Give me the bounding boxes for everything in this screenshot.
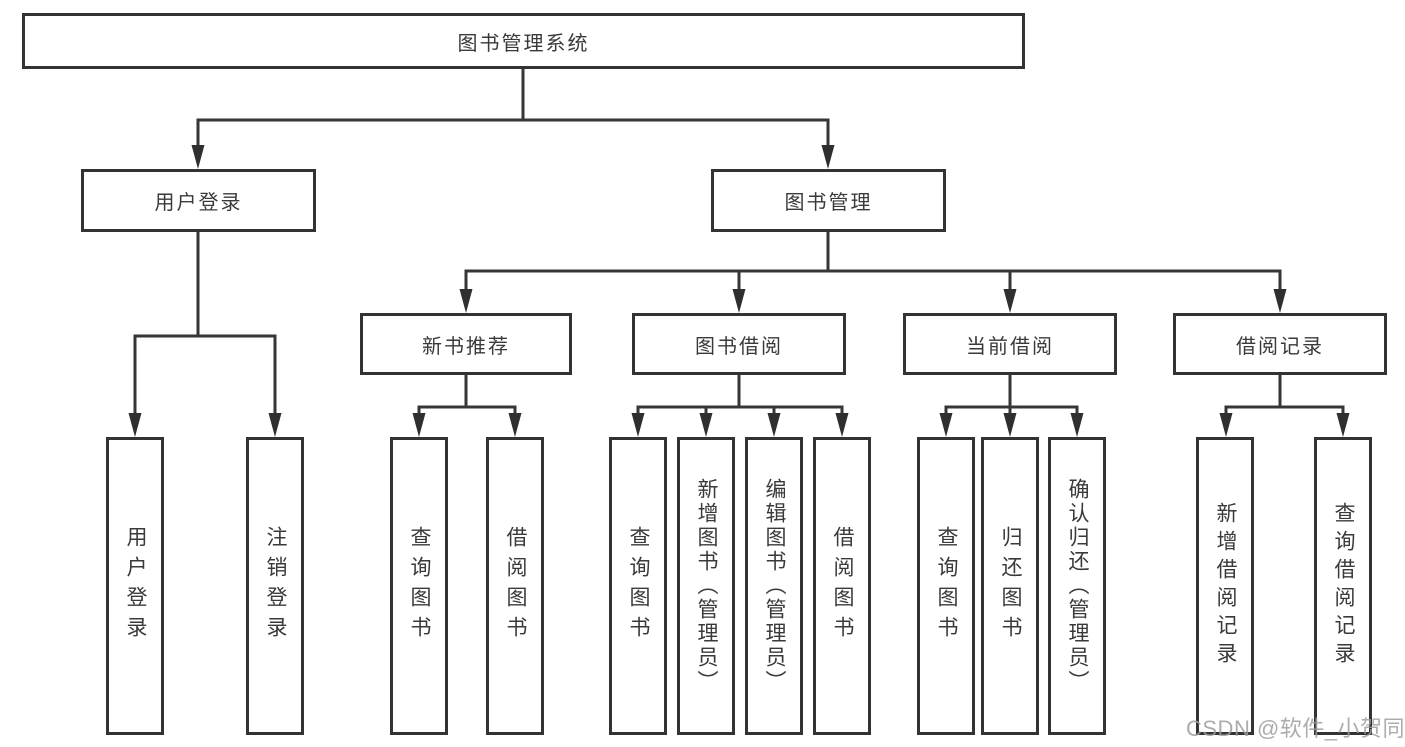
node-current-borrow: 当前借阅: [903, 313, 1117, 375]
arrowhead: [835, 413, 849, 437]
node-book-borrow: 图书借阅: [632, 313, 846, 375]
arrowhead: [631, 413, 645, 437]
arrowhead: [268, 413, 282, 437]
leaf-bookborrow-query-label: 查询图书: [627, 526, 651, 646]
node-new-book-rec-label: 新书推荐: [422, 335, 510, 358]
leaf-newbook-query: 查询图书: [390, 437, 448, 735]
node-user-login-group-label: 用户登录: [154, 192, 243, 214]
leaf-bookborrow-add-label: 新增图书（管理员）: [695, 478, 719, 694]
leaf-logout-label: 注销登录: [264, 526, 288, 646]
leaf-records-add: 新增借阅记录: [1196, 437, 1254, 735]
arrowhead: [508, 413, 522, 437]
node-current-borrow-label: 当前借阅: [966, 335, 1054, 358]
leaf-user-login-label: 用户登录: [124, 526, 148, 646]
arrowhead: [1336, 413, 1350, 437]
arrowhead: [1219, 413, 1233, 437]
leaf-records-add-label: 新增借阅记录: [1214, 502, 1238, 670]
arrowhead: [412, 413, 426, 437]
leaf-records-query: 查询借阅记录: [1314, 437, 1372, 735]
edge-root-to-level2: [196, 67, 830, 153]
watermark: CSDN @软件_小贺同学: [1186, 716, 1405, 741]
edge-bookborrow-to-leaves: [636, 373, 844, 421]
arrowhead: [767, 413, 781, 437]
leaf-current-confirm-label: 确认归还（管理员）: [1066, 478, 1090, 694]
arrowhead: [1003, 413, 1017, 437]
edge-currentborrow-to-leaves: [944, 373, 1079, 421]
leaf-current-return: 归还图书: [981, 437, 1039, 735]
leaf-bookborrow-add: 新增图书（管理员）: [677, 437, 735, 735]
node-new-book-rec: 新书推荐: [360, 313, 572, 375]
leaf-user-login: 用户登录: [106, 437, 164, 735]
node-book-mgmt: 图书管理: [711, 169, 946, 232]
arrowhead: [1070, 413, 1084, 437]
node-borrow-records: 借阅记录: [1173, 313, 1387, 375]
node-book-borrow-label: 图书借阅: [695, 335, 783, 358]
arrowhead: [1003, 289, 1017, 313]
node-book-mgmt-label: 图书管理: [784, 192, 873, 214]
leaf-current-query-label: 查询图书: [935, 526, 959, 646]
edge-userlogin-to-leaves: [133, 230, 277, 421]
arrowhead: [128, 413, 142, 437]
arrowhead: [1273, 289, 1287, 313]
leaf-current-query: 查询图书: [917, 437, 975, 735]
leaf-bookborrow-borrow-label: 借阅图书: [831, 526, 855, 646]
arrowhead: [459, 289, 473, 313]
edge-bookmgmt-to-level3: [464, 230, 1282, 297]
arrowhead: [821, 145, 835, 169]
leaf-current-return-label: 归还图书: [999, 526, 1023, 646]
arrowhead: [191, 145, 205, 169]
node-user-login-group: 用户登录: [81, 169, 316, 232]
node-root: 图书管理系统: [22, 13, 1025, 69]
leaf-newbook-borrow: 借阅图书: [486, 437, 544, 735]
edge-borrowrecords-to-leaves: [1224, 373, 1345, 421]
leaf-newbook-borrow-label: 借阅图书: [504, 526, 528, 646]
leaf-bookborrow-edit: 编辑图书（管理员）: [745, 437, 803, 735]
edge-newbookrec-to-leaves: [417, 373, 517, 421]
leaf-records-query-label: 查询借阅记录: [1332, 502, 1356, 670]
leaf-bookborrow-borrow: 借阅图书: [813, 437, 871, 735]
leaf-bookborrow-edit-label: 编辑图书（管理员）: [763, 478, 787, 694]
arrowhead: [732, 289, 746, 313]
node-borrow-records-label: 借阅记录: [1236, 335, 1324, 358]
node-root-label: 图书管理系统: [457, 32, 590, 55]
arrowhead: [699, 413, 713, 437]
leaf-newbook-query-label: 查询图书: [408, 526, 432, 646]
leaf-logout: 注销登录: [246, 437, 304, 735]
leaf-bookborrow-query: 查询图书: [609, 437, 667, 735]
arrowhead: [939, 413, 953, 437]
leaf-current-confirm: 确认归还（管理员）: [1048, 437, 1106, 735]
